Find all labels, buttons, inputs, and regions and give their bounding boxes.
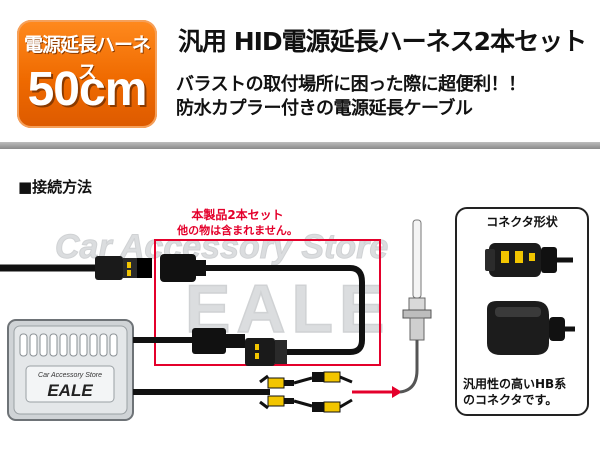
connector-desc-line-2: のコネクタです。 (463, 393, 558, 407)
connector-illustration-top (485, 243, 573, 277)
subtitle-line-1: バラストの取付場所に困った際に超便利！！ (176, 74, 526, 95)
badge-main-text: 50cm (27, 63, 148, 116)
connector-desc-line-1: 汎用性の高いHB系 (463, 377, 567, 391)
connector-illustration-bottom (487, 301, 575, 355)
harness-top-connector (160, 254, 206, 282)
header-divider (0, 142, 600, 149)
connector-illustrations (485, 243, 575, 355)
ballast-brand-small: Car Accessory Store (38, 372, 102, 379)
harness-cable-long (206, 265, 365, 355)
product-note-line-2: 他の物は含まれません。 (177, 224, 298, 237)
connector-shape-panel: コネクタ形状 汎用性の高いHB系 のコネクタです。 (455, 207, 589, 416)
ballast-output-connector (192, 328, 245, 354)
wiring-diagram: Car Accessory Store EALE (0, 219, 432, 421)
ballast-brand: EALE (47, 381, 93, 400)
page-title: 汎用 HID電源延長ハーネス2本セット (178, 27, 587, 56)
subtitle-line-2: 防水カプラー付きの電源延長ケーブル (176, 98, 473, 119)
connector-panel-title: コネクタ形状 (486, 215, 558, 229)
hid-bulb (399, 219, 432, 394)
header: 電源延長ハーネス 50cm 汎用 HID電源延長ハーネス2本セット バラストの取… (0, 0, 600, 142)
section-title: ■接続方法 (18, 178, 93, 196)
product-note-line-1: 本製品2本セット (191, 208, 284, 222)
ballast-unit: Car Accessory Store EALE (7, 319, 134, 421)
harness-2-connectors (259, 371, 353, 413)
harness-bottom-connector (245, 338, 287, 366)
length-badge: 電源延長ハーネス 50cm (17, 20, 157, 128)
badge-top-text: 電源延長ハーネス (23, 34, 151, 83)
vehicle-connector (95, 256, 152, 280)
